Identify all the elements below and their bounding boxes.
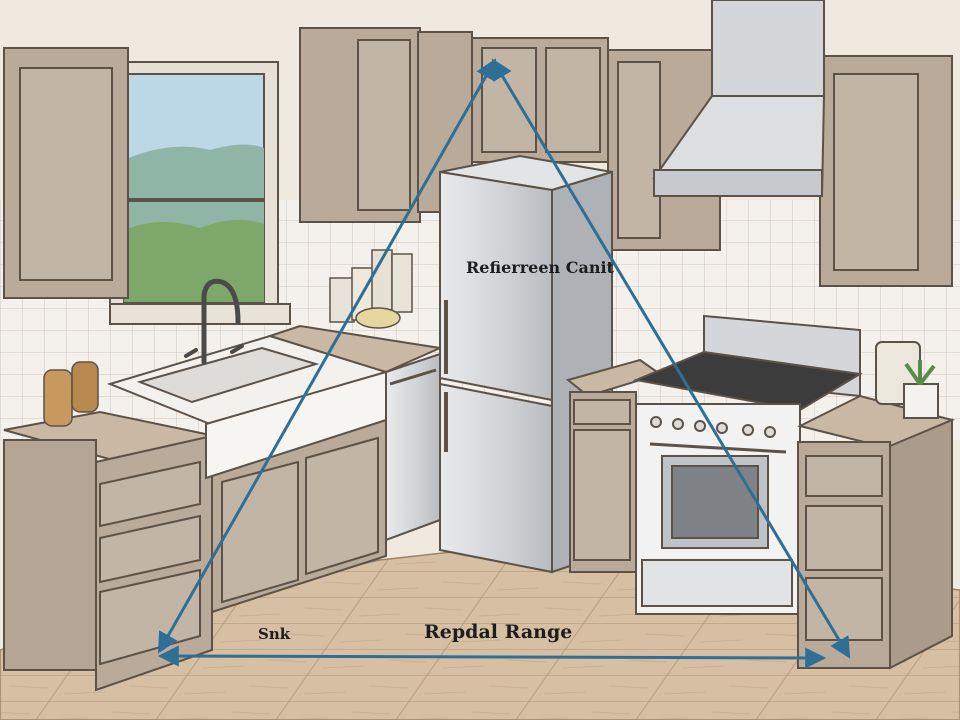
range-label: Repdal Range [424, 621, 572, 643]
triangle-edge-fridge-range [491, 58, 851, 659]
sink-label: Snk [258, 625, 291, 643]
triangle-edge-sink-range [157, 645, 827, 669]
dishwasher [385, 352, 441, 542]
work-triangle [157, 58, 851, 669]
cutting-boards [43, 361, 99, 427]
left-base-cabinets [3, 410, 216, 692]
window [109, 61, 291, 325]
triangle-edge-sink-fridge [157, 58, 497, 654]
refrigerator-label: Refierreen Canit [466, 258, 615, 277]
